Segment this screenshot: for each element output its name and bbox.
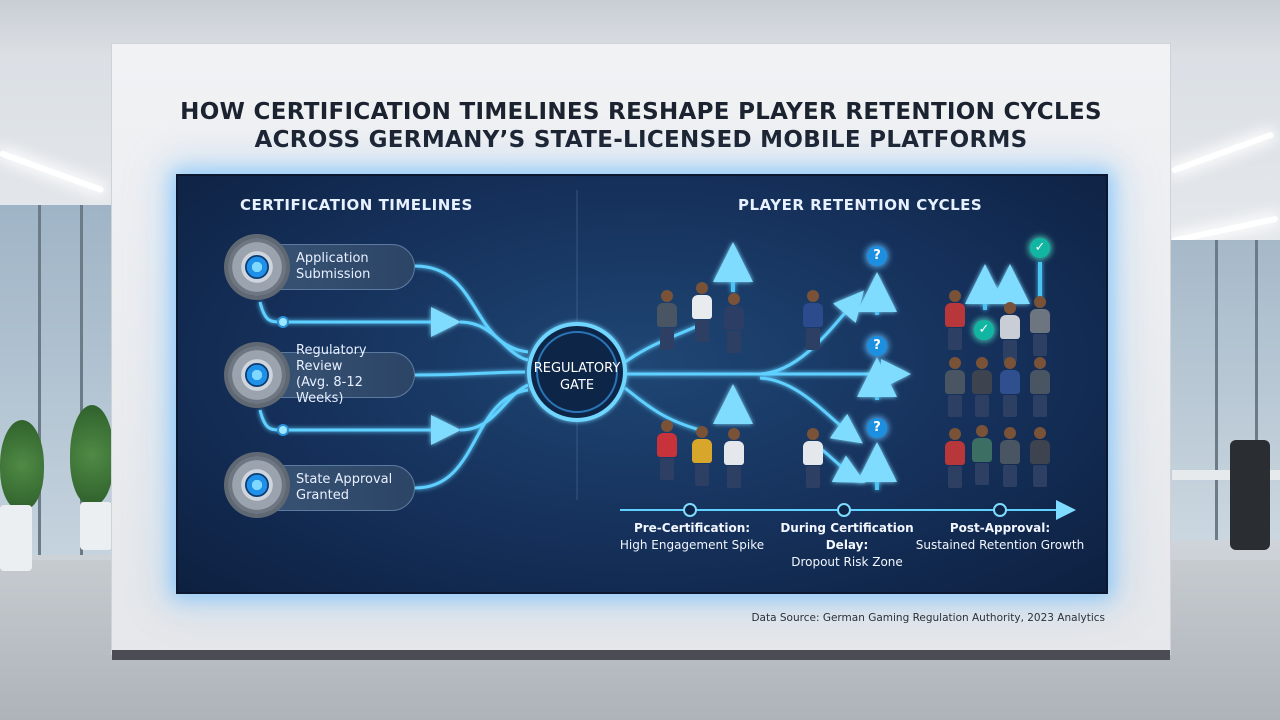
connector-2b bbox=[459, 383, 529, 432]
window-frame bbox=[1215, 240, 1218, 540]
connector-2 bbox=[258, 409, 461, 445]
plant bbox=[0, 420, 44, 510]
player-figure bbox=[657, 420, 677, 480]
player-figure bbox=[972, 357, 992, 417]
timeline-marker-3 bbox=[993, 503, 1007, 517]
player-figure bbox=[945, 428, 965, 488]
flow-out-dropout bbox=[759, 376, 863, 444]
plant-pot bbox=[80, 502, 112, 550]
flow-out-down bbox=[624, 386, 701, 432]
player-figure bbox=[1030, 296, 1050, 356]
regulatory-gate-ring bbox=[527, 322, 627, 422]
gear-icon bbox=[228, 238, 286, 296]
timeline-marker-1 bbox=[683, 503, 697, 517]
checkmark-icon: ✓ bbox=[1030, 238, 1050, 258]
gear-icon bbox=[228, 456, 286, 514]
player-figure bbox=[972, 425, 992, 485]
connector-1b bbox=[459, 320, 529, 362]
player-figure bbox=[945, 290, 965, 350]
window-frame bbox=[80, 205, 83, 555]
window-frame bbox=[1255, 240, 1258, 540]
player-figure bbox=[692, 282, 712, 342]
question-badge: ? bbox=[867, 418, 887, 438]
stage-pre-certification: Pre-Certification: High Engagement Spike bbox=[612, 520, 772, 554]
player-figure bbox=[724, 428, 744, 488]
question-badge: ? bbox=[867, 246, 887, 266]
flow-out-dropout-2 bbox=[819, 446, 866, 483]
timeline-marker-2 bbox=[837, 503, 851, 517]
stage-heading: During Certification Delay: bbox=[780, 521, 914, 552]
data-source: Data Source: German Gaming Regulation Au… bbox=[751, 612, 1105, 624]
player-figure bbox=[657, 290, 677, 350]
desk bbox=[1172, 470, 1280, 480]
stage-heading: Post-Approval: bbox=[949, 521, 1051, 535]
flow-line-middle bbox=[414, 370, 526, 377]
junction-dot bbox=[277, 316, 289, 328]
stage-heading: Pre-Certification: bbox=[633, 521, 751, 535]
wall-base bbox=[112, 650, 1170, 660]
player-figure bbox=[692, 426, 712, 486]
flow-out-up bbox=[624, 323, 701, 364]
regulatory-gate-label: REGULATORY GATE bbox=[533, 361, 621, 393]
player-figure bbox=[1030, 427, 1050, 487]
gear-icon bbox=[228, 346, 286, 404]
office-chair bbox=[1230, 440, 1270, 550]
title-line-1: HOW CERTIFICATION TIMELINES RESHAPE PLAY… bbox=[180, 99, 1102, 125]
stage-text: Sustained Retention Growth bbox=[915, 538, 1085, 552]
stage-certification-delay: During Certification Delay: Dropout Risk… bbox=[758, 520, 936, 571]
plant bbox=[70, 405, 114, 505]
stage-post-approval: Post-Approval: Sustained Retention Growt… bbox=[915, 520, 1085, 554]
player-figure bbox=[1000, 302, 1020, 362]
plant-pot bbox=[0, 505, 32, 571]
checkmark-icon: ✓ bbox=[974, 320, 994, 340]
flow-line-top bbox=[414, 264, 529, 354]
player-figure bbox=[803, 428, 823, 488]
player-figure bbox=[1000, 357, 1020, 417]
player-figure bbox=[724, 293, 744, 353]
stage-text: High Engagement Spike bbox=[619, 538, 765, 552]
stage-text: Dropout Risk Zone bbox=[791, 555, 903, 569]
junction-dot bbox=[277, 424, 289, 436]
player-figure bbox=[1000, 427, 1020, 487]
title-line-2: ACROSS GERMANY’S STATE-LICENSED MOBILE P… bbox=[254, 127, 1028, 153]
player-figure bbox=[945, 357, 965, 417]
regulatory-gate-inner-ring bbox=[536, 331, 618, 413]
right-section-title: PLAYER RETENTION CYCLES bbox=[738, 196, 983, 214]
left-section-title: CERTIFICATION TIMELINES bbox=[240, 196, 473, 214]
question-badge: ? bbox=[867, 336, 887, 356]
flow-line-bottom bbox=[414, 388, 529, 490]
player-figure bbox=[1030, 357, 1050, 417]
window-frame bbox=[38, 205, 41, 555]
connector-1 bbox=[258, 301, 461, 337]
player-figure bbox=[803, 290, 823, 350]
